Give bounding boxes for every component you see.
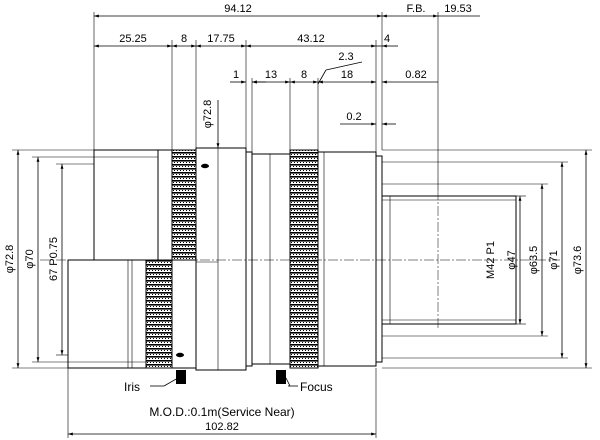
dim-dia-73-6: φ73.6 xyxy=(572,246,584,275)
iris-ring-lower xyxy=(145,259,173,369)
dimension-lines xyxy=(16,14,588,436)
dim-8-b: 8 xyxy=(301,69,307,81)
dim-dia-72-8-left: φ72.8 xyxy=(4,245,16,274)
dim-18: 18 xyxy=(341,69,353,81)
dim-dia-70: φ70 xyxy=(24,249,36,268)
part-labels: Iris Focus M.O.D.:0.1m(Service Near) xyxy=(124,380,333,419)
dim-8-a: 8 xyxy=(181,33,187,45)
lens-body xyxy=(67,147,517,384)
dim-25-25: 25.25 xyxy=(119,33,147,45)
dim-flange-back: 19.53 xyxy=(444,3,472,15)
label-mod: M.O.D.:0.1m(Service Near) xyxy=(149,405,294,419)
middle-barrel xyxy=(195,147,247,371)
dim-43-12: 43.12 xyxy=(297,33,325,45)
dim-thread-67: 67 P0.75 xyxy=(48,237,60,281)
dim-dia-72-8-top: φ72.8 xyxy=(202,100,214,129)
dim-flange-back-label: F.B. xyxy=(407,3,426,15)
dim-overall-length: 94.12 xyxy=(224,3,252,15)
dim-17-75: 17.75 xyxy=(207,33,235,45)
iris-lever xyxy=(176,370,186,384)
lock-screw-top xyxy=(201,163,209,169)
dim-dia-63-5: φ63.5 xyxy=(528,246,540,275)
dim-mount-m42: M42 P1 xyxy=(485,241,497,279)
dim-bottom-length: 102.82 xyxy=(205,421,239,433)
iris-ring-upper xyxy=(171,149,197,261)
focus-ring xyxy=(289,149,319,369)
dim-dia-47: φ47 xyxy=(506,250,518,269)
dim-dia-71: φ71 xyxy=(548,250,560,269)
label-iris: Iris xyxy=(124,380,140,394)
focus-lever xyxy=(276,370,286,384)
dim-1: 1 xyxy=(233,69,239,81)
dim-13: 13 xyxy=(265,69,277,81)
dim-4: 4 xyxy=(384,33,390,45)
dimension-texts: 94.12 F.B. 19.53 25.25 8 17.75 43.12 4 2… xyxy=(4,3,584,433)
dim-2-3: 2.3 xyxy=(338,51,353,63)
label-focus: Focus xyxy=(300,380,333,394)
dim-0-82: 0.82 xyxy=(405,69,426,81)
dim-0-2: 0.2 xyxy=(346,111,361,123)
lock-screw-bottom xyxy=(176,352,184,358)
